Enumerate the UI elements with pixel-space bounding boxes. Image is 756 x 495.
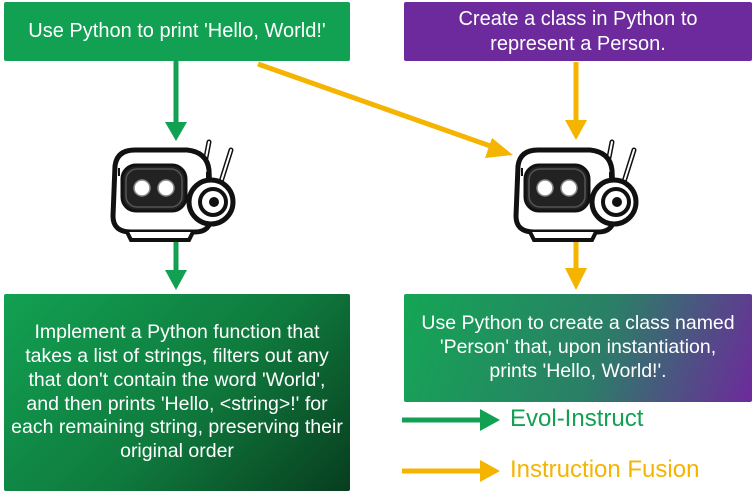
node-text: Implement a Python function that takes a… [11, 320, 343, 463]
fusion-arrow-bottom [565, 234, 587, 290]
evolved-instruction: Implement a Python function that takes a… [4, 294, 350, 491]
legend-evol-arrow [402, 409, 500, 431]
fused-instruction: Use Python to create a class named 'Pers… [404, 294, 752, 402]
legend-evol-instruct: Evol-Instruct [510, 405, 644, 432]
node-text: Use Python to create a class named 'Pers… [421, 312, 735, 382]
legend-instruction-fusion: Instruction Fusion [510, 456, 700, 483]
original-instruction-hello-world: Use Python to print 'Hello, World!' [4, 2, 350, 61]
fusion-arrow-top [565, 62, 587, 140]
node-text: Use Python to print 'Hello, World!' [28, 20, 326, 43]
robot-head-icon [516, 142, 636, 240]
original-instruction-person-class: Create a class in Python to represent a … [404, 2, 752, 61]
fusion-arrow-diagonal [257, 61, 513, 158]
robot-head-icon [113, 142, 233, 240]
node-text: Create a class in Python to represent a … [458, 8, 698, 55]
evol-arrow-top [165, 61, 187, 141]
legend-fusion-arrow [402, 460, 500, 482]
